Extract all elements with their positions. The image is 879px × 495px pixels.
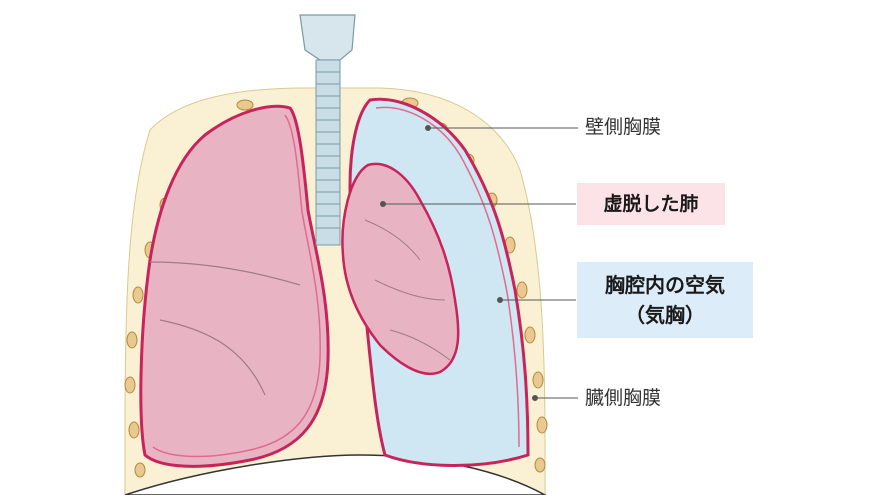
left-lung <box>139 104 330 468</box>
collapsed-lung-texture <box>364 219 451 361</box>
visceral-pleura-label: 臓側胸膜 <box>585 387 662 409</box>
pleural-air-label-line1: 胸腔内の空気 <box>605 273 725 297</box>
collapsed-lung <box>341 162 460 375</box>
pleural-air-inner-line <box>375 106 520 448</box>
leader-lines <box>380 125 578 401</box>
trachea <box>299 14 356 246</box>
parietal-pleura-label: 壁側胸膜 <box>585 116 662 138</box>
collapsed-lung-label: 虚脱した肺 <box>603 193 699 215</box>
pleural-air-label-line2: （気胸） <box>625 303 705 327</box>
pleural-air-label: 胸腔内の空気 （気胸） <box>577 262 753 338</box>
pleural-air-label-box <box>577 262 753 338</box>
collapsed-lung-label-box <box>577 183 725 225</box>
left-lung-inner-line <box>152 114 321 458</box>
left-lung-fissure <box>149 261 301 396</box>
